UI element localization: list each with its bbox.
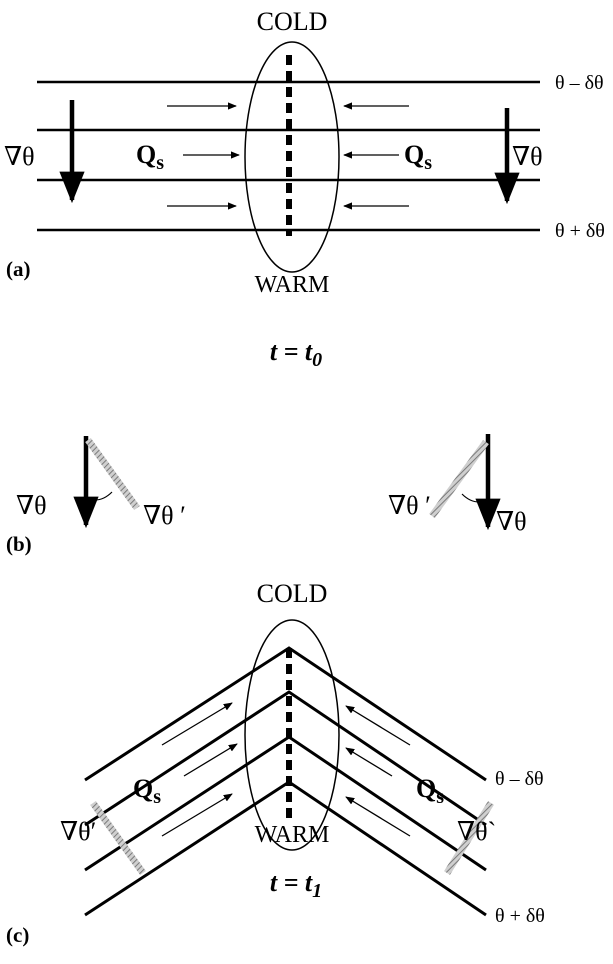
panel-b-angle-arc-right [461, 493, 489, 503]
panel-c-isentrope-2 [84, 690, 487, 827]
panel-a-lower-isentrope-label: θ + δθ [555, 220, 605, 242]
panel-c: COLD θ – δθ θ + δθ Qs Qs ∇θ′ ∇θ` WARM t … [6, 579, 545, 947]
panel-c-flow-arrow-2 [183, 743, 238, 777]
panel-c-grad-right-label: ∇θ` [457, 817, 496, 846]
panel-b-rotated-gradient-right [429, 439, 489, 519]
panel-b-label: (b) [6, 532, 32, 556]
panel-b-angle-arc-left [85, 491, 113, 501]
panel-a-label: (a) [6, 257, 31, 281]
panel-b-grad-right-label: ∇θ [496, 507, 527, 536]
panel-c-grad-left-label: ∇θ′ [60, 817, 96, 846]
panel-c-flow-arrow-5 [345, 747, 393, 777]
panel-c-flow-arrow-1 [161, 702, 233, 746]
panel-c-label: (c) [6, 923, 29, 947]
panel-a-gradient-right-label: ∇θ [512, 142, 543, 171]
panel-b-grad-left-rotated-label: ∇θ ′ [143, 501, 186, 530]
panel-c-q-right: Qs [416, 774, 444, 808]
panel-a-gradient-left-label: ∇θ [4, 142, 35, 171]
panel-a-q-left: Qs [136, 140, 164, 174]
panel-a-cold-label: COLD [257, 7, 328, 36]
panel-b-grad-right-rotated-label: ∇θ ′ [388, 491, 431, 520]
panel-c-time-label: t = t1 [270, 868, 322, 902]
panel-a-q-right: Qs [404, 140, 432, 174]
panel-c-isentrope-3 [84, 735, 487, 872]
panel-a-upper-isentrope-label: θ – δθ [555, 72, 604, 94]
panel-c-warm-label: WARM [255, 822, 330, 848]
panel-a: COLD θ – δθ θ + δθ ∇θ ∇θ Qs Qs WARM (a) … [4, 7, 605, 371]
panel-c-isentrope-1 [84, 646, 487, 782]
panel-c-lower-isentrope-label: θ + δθ [495, 905, 545, 927]
panel-c-q-left: Qs [133, 774, 161, 808]
panel-c-rotated-gradient-left [90, 800, 146, 876]
panel-a-warm-label: WARM [255, 272, 330, 298]
panel-a-frontal-zone-ellipse [244, 41, 340, 273]
panel-c-flow-arrow-6 [345, 796, 411, 837]
panel-c-flow-arrow-4 [345, 705, 411, 746]
panel-c-cold-label: COLD [257, 579, 328, 608]
panel-a-time-label: t = t0 [270, 337, 322, 371]
panel-c-rotated-gradient-right [444, 801, 494, 875]
panel-c-upper-isentrope-label: θ – δθ [495, 768, 544, 790]
panel-c-frontal-zone-ellipse [244, 619, 340, 851]
panel-c-flow-arrow-3 [161, 793, 233, 837]
panel-b-grad-left-label: ∇θ [16, 491, 47, 520]
panel-b-rotated-gradient-left [85, 437, 140, 511]
panel-b: ∇θ ∇θ ′ ∇θ ′ ∇θ (b) [6, 434, 527, 556]
